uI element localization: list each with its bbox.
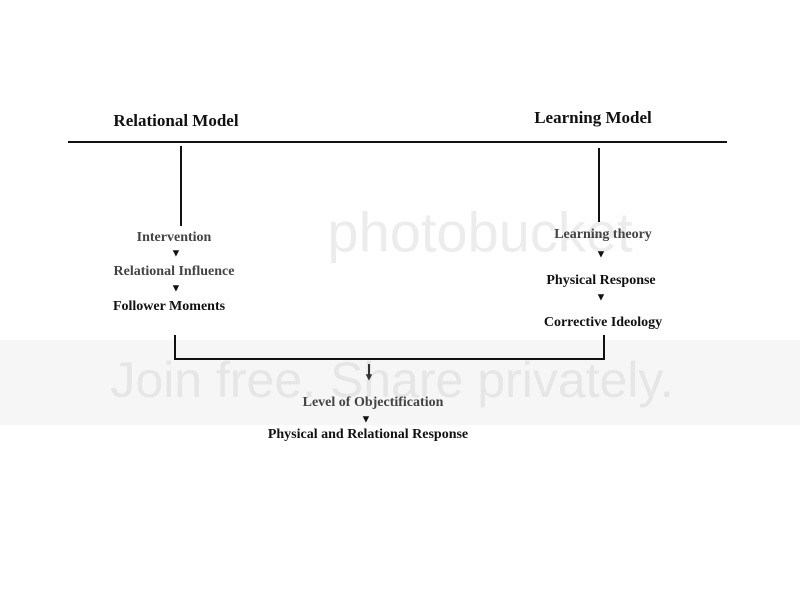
watermark-slogan: Join free. Share privately. — [110, 352, 674, 408]
watermark-brand: photobucket — [327, 200, 633, 264]
relational-step: Follower Moments — [112, 299, 226, 314]
learning-step: Learning theory — [554, 227, 652, 242]
learning-model-heading: Learning Model — [534, 108, 652, 127]
down-arrow-icon: ▼ — [595, 248, 607, 261]
merge-arrow-shaft — [368, 364, 370, 376]
learning-connector — [598, 148, 600, 222]
down-arrow-icon: ▼ — [170, 247, 182, 260]
relational-step: Relational Influence — [113, 264, 235, 279]
merge-arrow-icon: ▼ — [363, 371, 375, 384]
learning-step: Corrective Ideology — [543, 315, 663, 330]
watermark-band — [0, 340, 800, 425]
outcome-step: Level of Objectification — [302, 395, 444, 410]
header-divider — [68, 141, 727, 143]
down-arrow-icon: ▼ — [360, 413, 372, 426]
relational-connector — [180, 146, 182, 226]
learning-step: Physical Response — [546, 273, 656, 288]
down-arrow-icon: ▼ — [595, 291, 607, 304]
relational-model-heading: Relational Model — [113, 111, 239, 130]
bracket-bottom — [174, 358, 605, 360]
down-arrow-icon: ▼ — [170, 282, 182, 295]
bracket-right — [603, 335, 605, 360]
outcome-step: Physical and Relational Response — [267, 427, 469, 442]
bracket-left — [174, 335, 176, 360]
relational-step: Intervention — [136, 230, 212, 245]
